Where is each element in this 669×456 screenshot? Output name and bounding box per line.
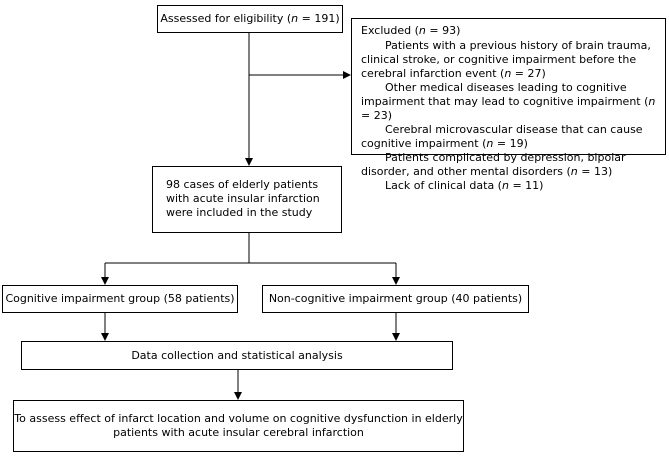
assessment-box: To assess effect of infarct location and… [13, 400, 464, 452]
assessed-text: Assessed for eligibility (n = 191) [160, 12, 340, 25]
excluded-box: Excluded (n = 93) Patients with a previo… [351, 18, 666, 192]
included-line: were included in the study [166, 206, 313, 219]
excluded-item: Patients with a previous history of brai… [361, 39, 651, 80]
assessment-text: To assess effect of infarct location and… [14, 412, 462, 440]
excluded-title: Excluded (n = 93) [361, 24, 461, 37]
cognitive-group-label: Cognitive impairment group (58 patients) [5, 292, 235, 305]
assessment-line: To assess effect of infarct location and… [14, 412, 463, 425]
included-box: 98 cases of elderly patients with acute … [152, 166, 342, 233]
excluded-item: Other medical diseases leading to cognit… [361, 81, 656, 122]
excluded-item: Cerebral microvascular disease that can … [361, 123, 643, 150]
non-cognitive-group-label: Non-cognitive impairment group (40 patie… [268, 292, 523, 305]
included-line: with acute insular infarction [166, 192, 320, 205]
included-line: 98 cases of elderly patients [166, 178, 319, 191]
non-cognitive-group-box: Non-cognitive impairment group (40 patie… [262, 285, 529, 313]
cognitive-group-box: Cognitive impairment group (58 patients) [2, 285, 238, 313]
data-collection-label: Data collection and statistical analysis [131, 348, 343, 362]
assessed-n-symbol: n [291, 12, 299, 25]
data-collection-box: Data collection and statistical analysis [21, 341, 453, 370]
assessed-box: Assessed for eligibility (n = 191) [157, 5, 343, 33]
excluded-item: Lack of clinical data (n = 11) [385, 179, 544, 192]
excluded-item: Patients complicated by depression, bipo… [361, 151, 626, 178]
assessment-line: patients with acute insular cerebral inf… [113, 426, 364, 439]
